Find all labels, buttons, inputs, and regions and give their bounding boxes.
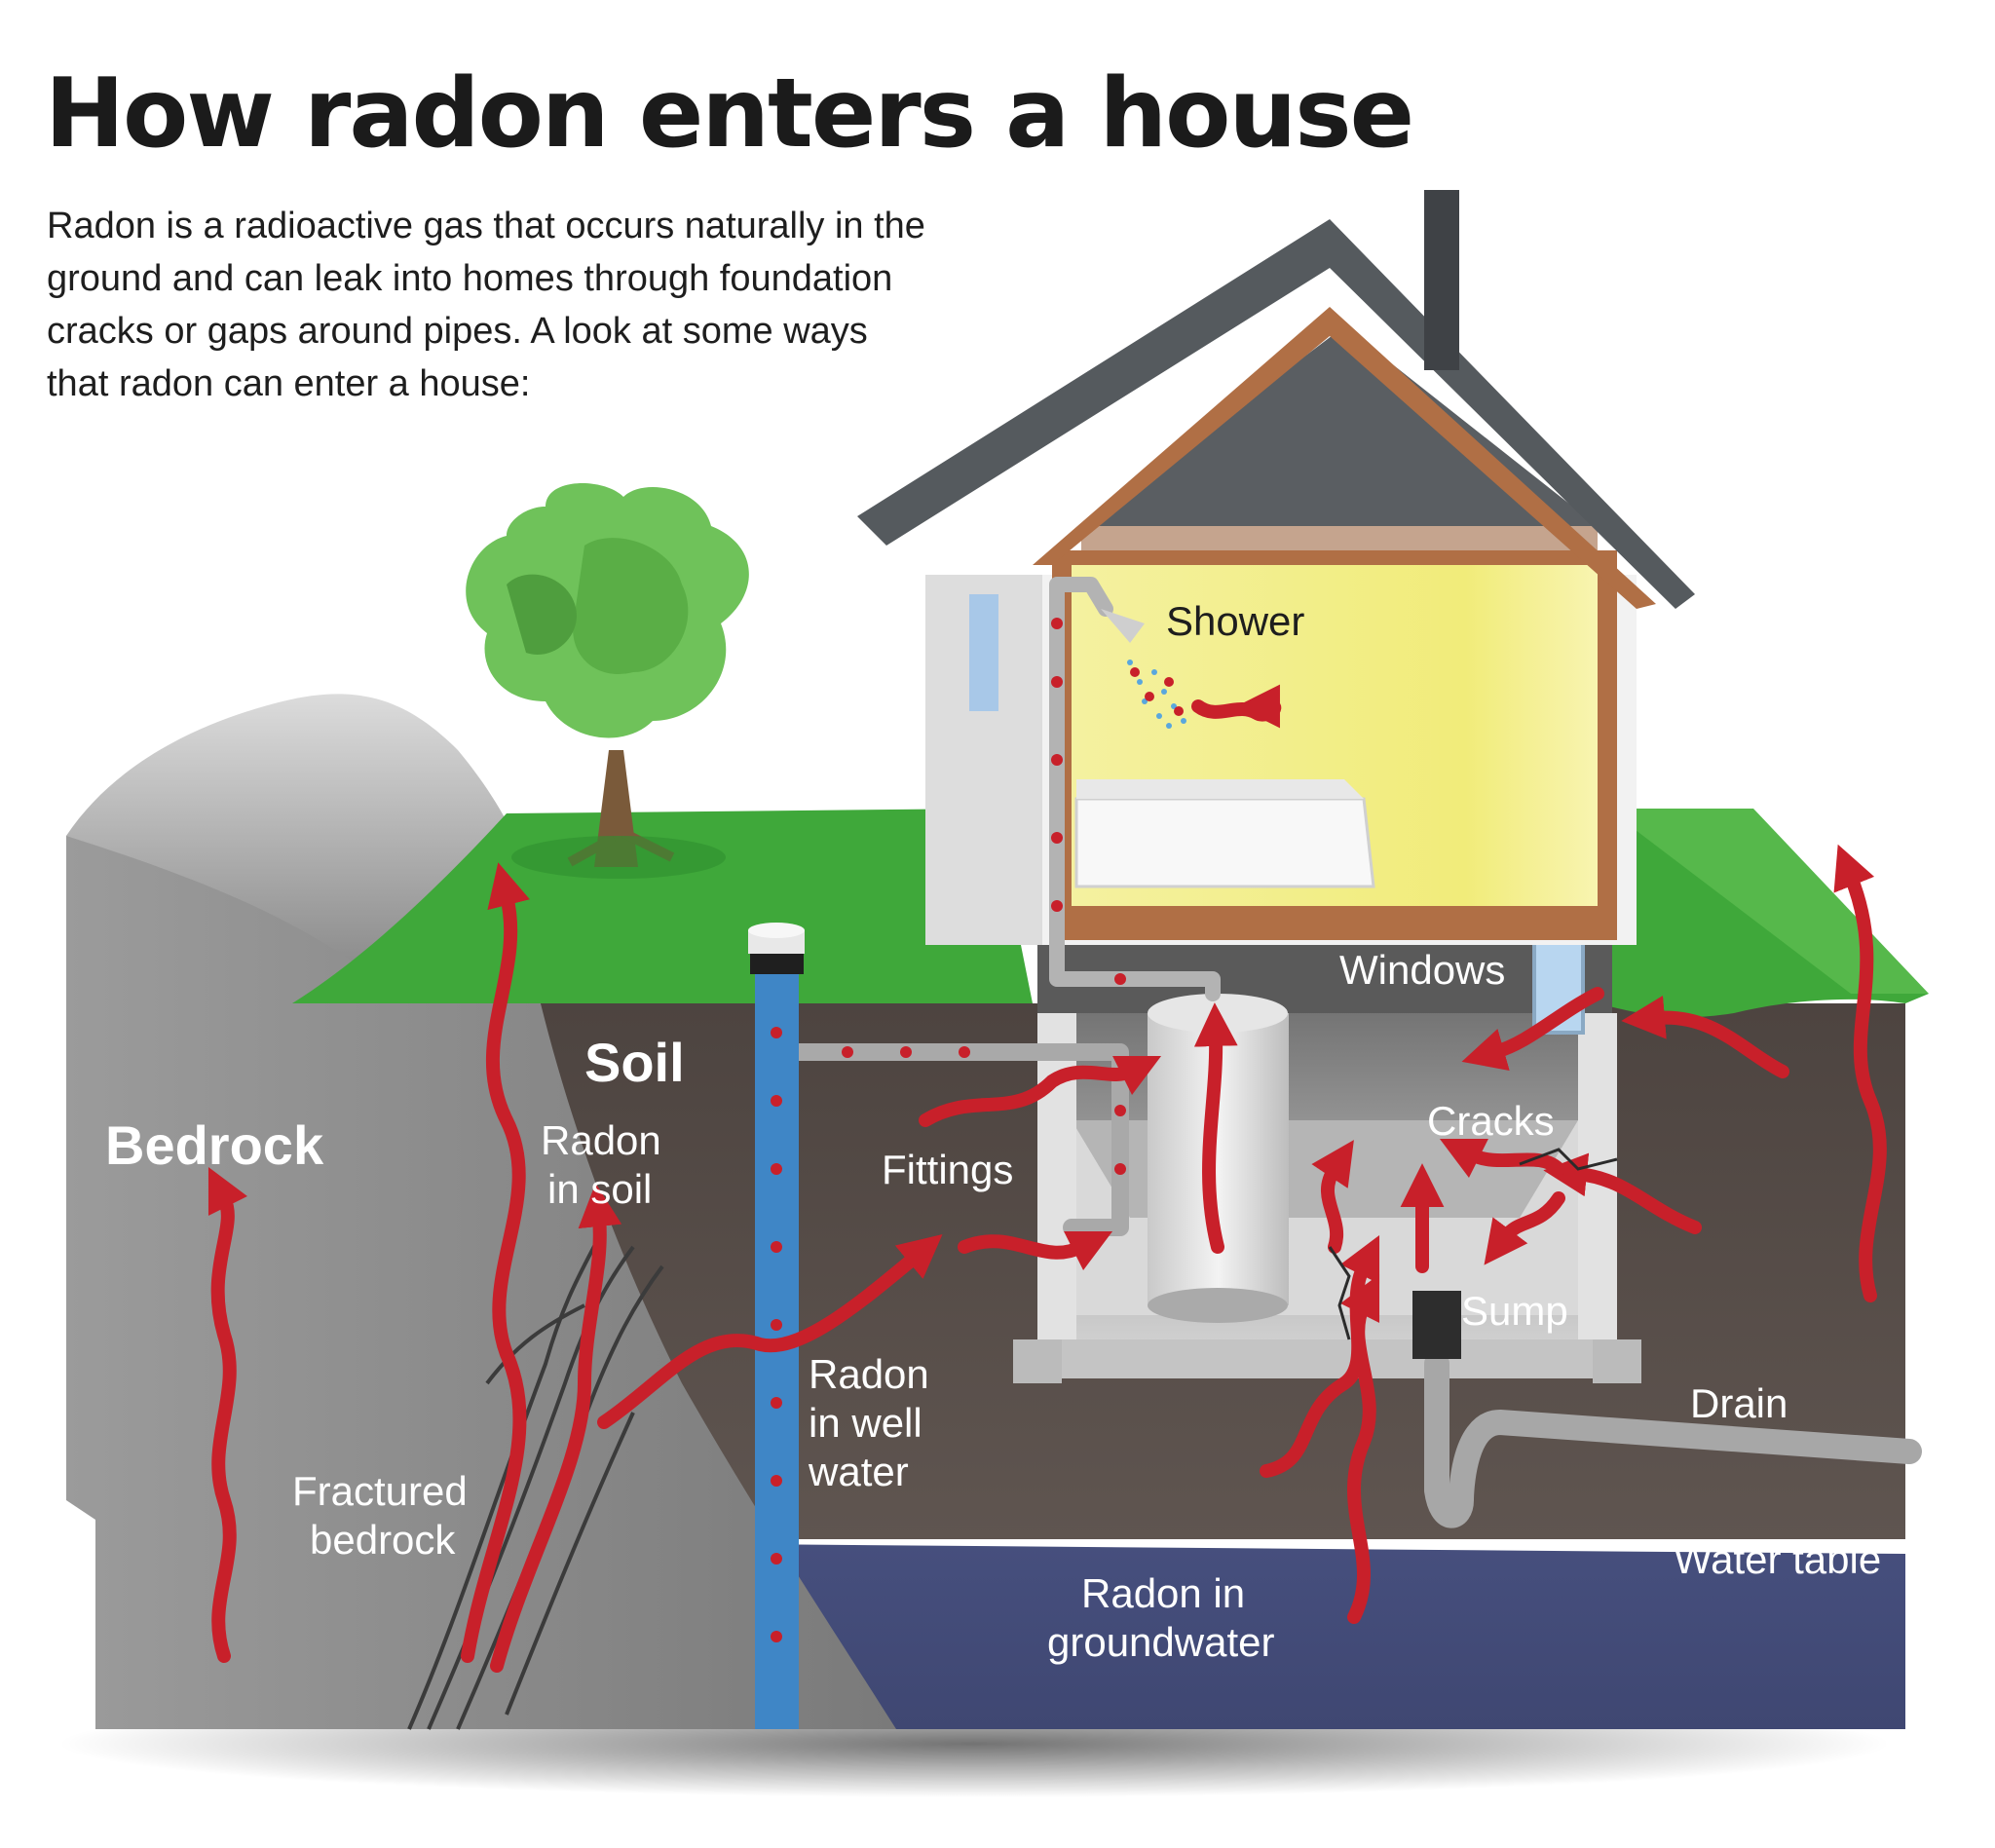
bedrock-label: Bedrock bbox=[105, 1114, 324, 1176]
drain-label: Drain bbox=[1690, 1380, 1788, 1426]
page-title: How radon enters a house bbox=[45, 58, 1412, 170]
radon-in-well-water-label-2: in well bbox=[809, 1400, 922, 1446]
intro-line: Radon is a radioactive gas that occurs n… bbox=[47, 200, 1021, 252]
radon-in-groundwater-label-2: groundwater bbox=[1047, 1619, 1274, 1665]
intro-line: ground and can leak into homes through f… bbox=[47, 252, 1021, 305]
water-table-label: Water table bbox=[1674, 1536, 1881, 1582]
fittings-label: Fittings bbox=[882, 1147, 1013, 1192]
radon-in-soil-label: Radon bbox=[541, 1117, 661, 1163]
sump-label: Sump bbox=[1461, 1288, 1568, 1334]
soil-label: Soil bbox=[584, 1032, 685, 1093]
intro-line: cracks or gaps around pipes. A look at s… bbox=[47, 305, 1021, 358]
shower-label: Shower bbox=[1166, 598, 1304, 644]
radon-in-well-water-label: Radon bbox=[809, 1351, 929, 1397]
fractured-bedrock-label: Fractured bbox=[292, 1468, 468, 1514]
radon-in-groundwater-label: Radon in bbox=[1081, 1570, 1245, 1616]
intro-paragraph: Radon is a radioactive gas that occurs n… bbox=[47, 200, 1021, 410]
sump-pit bbox=[1412, 1291, 1461, 1359]
windows-label: Windows bbox=[1339, 947, 1505, 993]
radon-in-soil-label-2: in soil bbox=[547, 1166, 652, 1212]
fractured-bedrock-label-2: bedrock bbox=[310, 1517, 456, 1563]
intro-line: that radon can enter a house: bbox=[47, 358, 1021, 410]
radon-in-well-water-label-3: water bbox=[808, 1449, 909, 1494]
cracks-label: Cracks bbox=[1427, 1098, 1555, 1144]
bathtub bbox=[1076, 799, 1374, 886]
